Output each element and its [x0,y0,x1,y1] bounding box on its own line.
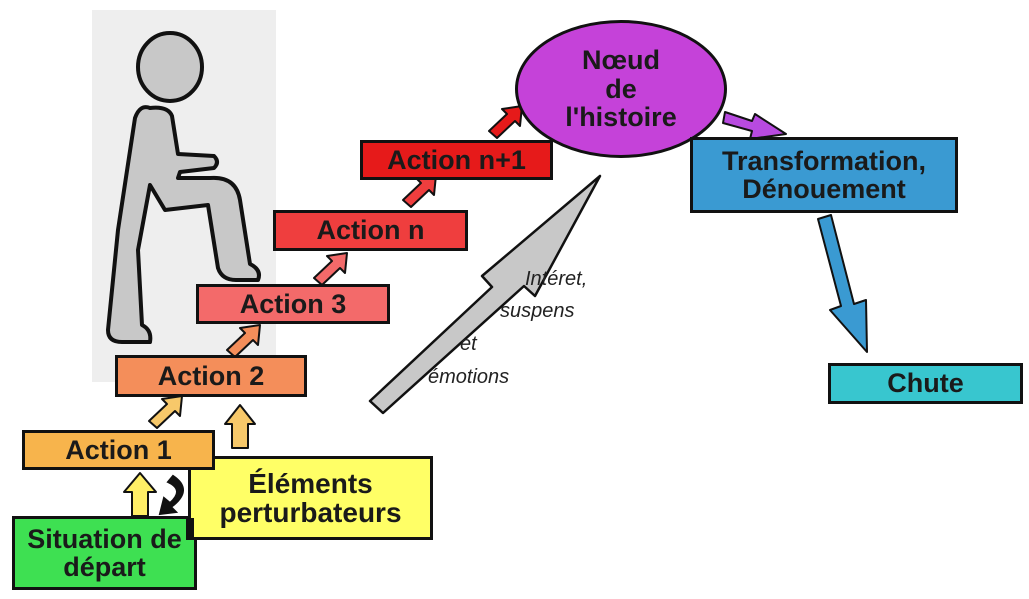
elements-box: Éléments perturbateurs [188,456,433,540]
action2-label: Action 2 [157,360,265,391]
tension-line1: Intéret, [525,268,588,290]
curved-arrow-icon [158,474,184,516]
elements-connector-2 [186,518,194,540]
up-arrow-icon [402,174,437,208]
up-arrow-icon [488,105,523,139]
node-line2: de [605,73,637,104]
transformation-box: Transformation, Dénouement [690,137,958,213]
purple-arrow-icon [722,111,787,140]
chute-label: Chute [887,368,964,399]
action1-box: Action 1 [22,430,215,470]
node-ellipse: Nœud de l'histoire [515,20,727,158]
action3-box: Action 3 [196,284,390,324]
node-line3: l'histoire [565,102,677,133]
chute-box: Chute [828,363,1023,404]
tension-line3: et [460,333,477,355]
actionn-label: Action n [316,215,425,246]
blue-down-arrow-icon [817,214,868,353]
tension-line2: suspens [500,300,575,322]
tension-line4: émotions [428,366,510,388]
elements-label: Éléments perturbateurs [219,467,402,528]
up-arrow-icon [226,324,261,358]
action2-box: Action 2 [115,355,307,397]
transformation-label: Transformation, Dénouement [721,145,927,204]
situation-label: Situation de départ [27,523,182,582]
action3-label: Action 3 [239,288,347,319]
actionn1-box: Action n+1 [360,140,553,180]
actionn1-label: Action n+1 [387,144,526,175]
situation-box: Situation de départ [12,516,197,590]
up-arrow-icon [224,404,256,449]
up-arrow-icon [313,252,348,286]
action1-label: Action 1 [65,434,172,465]
actionn-box: Action n [273,210,468,251]
node-line1: Nœud [582,45,660,76]
up-arrow-icon [123,472,157,517]
up-arrow-icon [148,395,183,429]
tension-arrow-icon [368,174,602,415]
